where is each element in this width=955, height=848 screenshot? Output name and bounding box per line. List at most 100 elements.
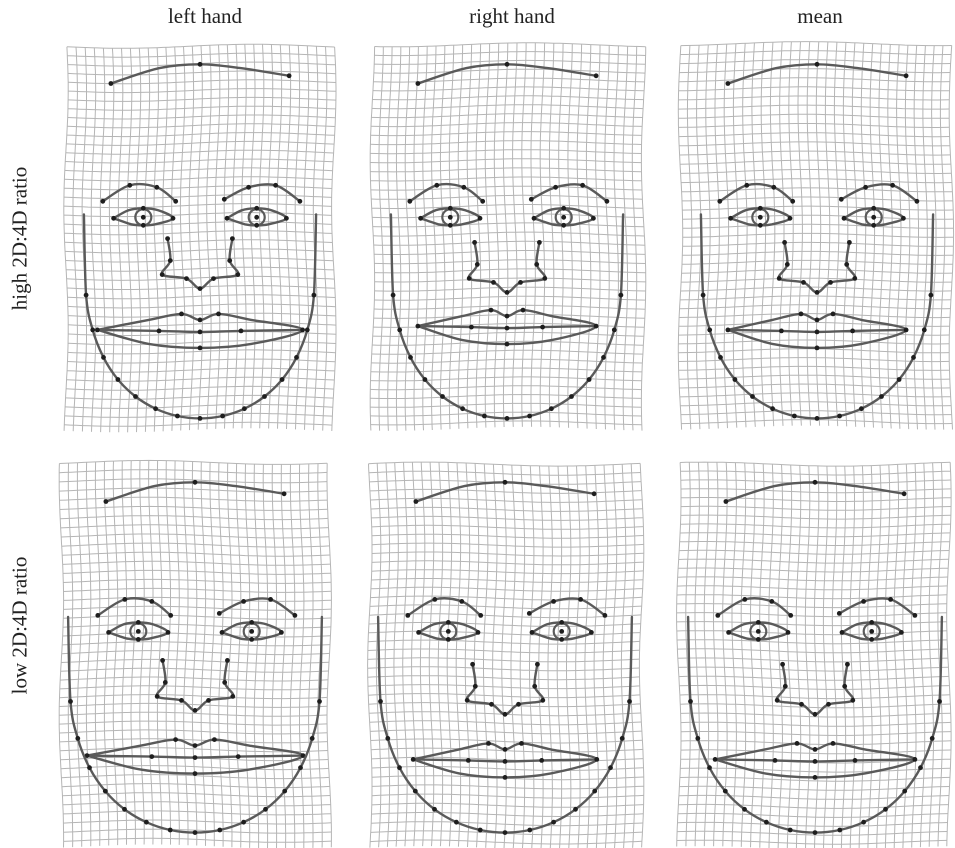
warped-grid xyxy=(59,460,331,848)
jaw-landmark xyxy=(263,807,268,812)
grid-line-horizontal xyxy=(371,177,642,181)
grid-line-vertical xyxy=(484,464,488,848)
grid-line-vertical xyxy=(290,464,294,848)
eye-landmark xyxy=(561,215,566,220)
eye-landmark xyxy=(416,630,421,635)
jaw-landmark xyxy=(527,828,532,833)
jaw-landmark xyxy=(620,736,625,741)
grid-line-horizontal xyxy=(681,741,951,745)
grid-line-horizontal xyxy=(59,470,327,474)
jaw-landmark xyxy=(701,293,706,298)
grid-line-horizontal xyxy=(680,393,951,397)
nose-landmark xyxy=(537,240,542,245)
eyebrow-landmark xyxy=(168,613,173,618)
mouth-landmark xyxy=(831,312,836,317)
grid-line-vertical xyxy=(540,43,544,427)
nose-landmark xyxy=(540,698,545,703)
grid-line-horizontal xyxy=(678,568,948,572)
grid-line-vertical xyxy=(251,44,255,428)
grid-line-vertical xyxy=(632,46,636,430)
jaw-landmark xyxy=(217,828,222,833)
grid-line-vertical xyxy=(157,461,161,845)
grid-line-vertical xyxy=(614,46,618,430)
grid-line-horizontal xyxy=(678,577,948,581)
grid-line-vertical xyxy=(379,47,383,431)
jaw-landmark xyxy=(592,789,597,794)
grid-line-horizontal xyxy=(371,132,642,136)
eye-landmark xyxy=(530,630,535,635)
jaw-landmark xyxy=(770,406,775,411)
mouth-landmark xyxy=(198,346,203,351)
grid-line-vertical xyxy=(868,466,872,848)
grid-line-vertical xyxy=(885,465,889,848)
grid-line-horizontal xyxy=(371,587,643,591)
grid-line-vertical xyxy=(122,461,126,845)
eye-landmark xyxy=(756,629,761,634)
grid-line-vertical xyxy=(704,462,708,846)
mouth-landmark xyxy=(173,737,178,742)
mouth-landmark xyxy=(539,758,544,763)
eyebrow-landmark xyxy=(837,611,842,616)
jaw-landmark xyxy=(454,820,459,825)
grid-line-horizontal xyxy=(372,794,644,798)
eyebrow-landmark xyxy=(715,613,720,618)
mouth-landmark xyxy=(813,759,818,764)
grid-line-vertical xyxy=(877,465,881,848)
eye-landmark xyxy=(136,620,141,625)
forehead-curve xyxy=(111,64,289,83)
grid-line-vertical xyxy=(175,461,179,845)
grid-line-vertical xyxy=(557,466,561,848)
grid-line-horizontal xyxy=(677,840,947,844)
grid-line-vertical xyxy=(309,464,313,848)
grid-line-vertical xyxy=(805,466,809,848)
forehead-landmark xyxy=(815,62,820,67)
grid-line-horizontal xyxy=(373,87,644,91)
mouth-landmark xyxy=(179,312,184,317)
grid-line-horizontal xyxy=(63,561,331,565)
nose-landmark xyxy=(845,662,850,667)
jaw-landmark xyxy=(460,406,465,411)
jaw-landmark xyxy=(440,394,445,399)
grid-line-vertical xyxy=(530,466,534,848)
grid-line-vertical xyxy=(894,464,898,848)
grid-line-horizontal xyxy=(680,305,951,309)
mouth-landmark xyxy=(853,758,858,763)
nose-landmark xyxy=(828,280,833,285)
grid-line-horizontal xyxy=(682,260,953,264)
grid-line-horizontal xyxy=(64,597,332,601)
grid-line-vertical xyxy=(714,462,718,846)
grid-line-vertical xyxy=(95,462,99,846)
grid-line-vertical xyxy=(207,45,211,429)
grid-line-vertical xyxy=(760,464,764,848)
grid-line-horizontal xyxy=(371,123,642,127)
grid-line-vertical xyxy=(154,48,158,432)
nose-landmark xyxy=(184,276,189,281)
grid-line-vertical xyxy=(559,43,563,427)
forehead-landmark xyxy=(503,480,508,485)
grid-line-vertical xyxy=(576,466,580,848)
mouth-landmark xyxy=(503,747,508,752)
jaw-landmark xyxy=(385,736,390,741)
nose-landmark xyxy=(227,258,232,263)
jaw-landmark xyxy=(861,820,866,825)
jaw-landmark xyxy=(549,406,554,411)
grid-line-horizontal xyxy=(370,498,642,502)
grid-line-vertical xyxy=(423,46,427,430)
jaw-landmark xyxy=(837,414,842,419)
grid-line-horizontal xyxy=(370,730,642,734)
mouth-landmark xyxy=(540,325,545,330)
jaw-landmark xyxy=(241,820,246,825)
mouth-landmark xyxy=(411,757,416,762)
grid-line-horizontal xyxy=(679,314,950,318)
eye-landmark xyxy=(225,216,230,221)
grid-line-horizontal xyxy=(59,721,327,725)
grid-line-vertical xyxy=(268,45,272,429)
grid-line-horizontal xyxy=(370,168,641,172)
column-label-left-hand: left hand xyxy=(55,4,355,29)
face-panel-svg xyxy=(372,45,642,430)
jaw-landmark xyxy=(397,328,402,333)
grid-line-horizontal xyxy=(373,78,644,82)
eye-landmark xyxy=(141,223,146,228)
grid-line-vertical xyxy=(695,462,699,846)
grid-line-horizontal xyxy=(681,732,951,736)
